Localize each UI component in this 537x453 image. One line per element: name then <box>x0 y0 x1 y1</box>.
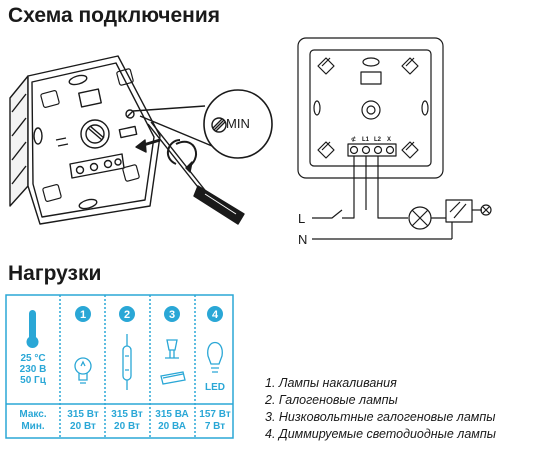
row-label-max: Макс. <box>19 409 46 420</box>
load-min-value: 20 Вт <box>114 421 140 432</box>
terminal-label: L1 <box>362 137 370 143</box>
min-label: MIN <box>226 116 250 131</box>
incandescent-lamp-icon <box>74 357 92 384</box>
load-min-value: 20 ВА <box>158 421 186 432</box>
loads-title: Нагрузки <box>8 262 102 285</box>
thermometer-icon <box>26 310 39 348</box>
condition-temp: 25 °C <box>20 353 45 364</box>
row-label-min: Мин. <box>21 421 45 432</box>
condition-frequency: 50 Гц <box>20 375 47 386</box>
halogen-lamp-icon <box>122 334 132 390</box>
badge <box>75 306 223 322</box>
load-max-value: 315 Вт <box>67 409 99 420</box>
wire-label-l: L <box>298 211 305 226</box>
badge-number: 3 <box>169 309 175 321</box>
badge-number: 4 <box>212 309 219 321</box>
load-max-value: 315 Вт <box>111 409 143 420</box>
load-max-value: 157 Вт <box>199 409 231 420</box>
led-label: LED <box>205 382 225 393</box>
terminal-label: ⊄ <box>351 136 356 143</box>
legend-item: 1. Лампы накаливания <box>265 376 397 390</box>
loads-table: 25 °C 230 В 50 Гц 1 2 3 4 LED <box>5 294 234 439</box>
dimmer-adjustment-illustration: MIN <box>9 55 273 225</box>
wiring-diagram: ⊄ L1 L2 X L N <box>297 37 492 247</box>
led-lamp-icon <box>207 341 223 373</box>
terminal-label: L2 <box>374 137 382 143</box>
clip <box>40 68 140 202</box>
load-legend: 1. Лампы накаливания 2. Галогеновые ламп… <box>265 375 496 443</box>
load-max-value: 315 ВА <box>155 409 188 420</box>
legend-item: 4. Диммируемые светодиодные лампы <box>265 427 496 441</box>
condition-voltage: 230 В <box>20 364 47 375</box>
wire-label-n: N <box>298 232 307 247</box>
load-min-value: 20 Вт <box>70 421 96 432</box>
legend-item: 3. Низковольтные галогеновые лампы <box>265 410 496 424</box>
terminal-label: X <box>387 137 391 143</box>
low-voltage-halogen-icon <box>160 339 186 385</box>
legend-item: 2. Галогеновые лампы <box>265 393 398 407</box>
badge-number: 1 <box>80 309 86 321</box>
clip <box>317 57 419 159</box>
diagram-title: Схема подключения <box>8 4 221 27</box>
load-min-value: 7 Вт <box>205 421 225 432</box>
badge-number: 2 <box>124 309 130 321</box>
